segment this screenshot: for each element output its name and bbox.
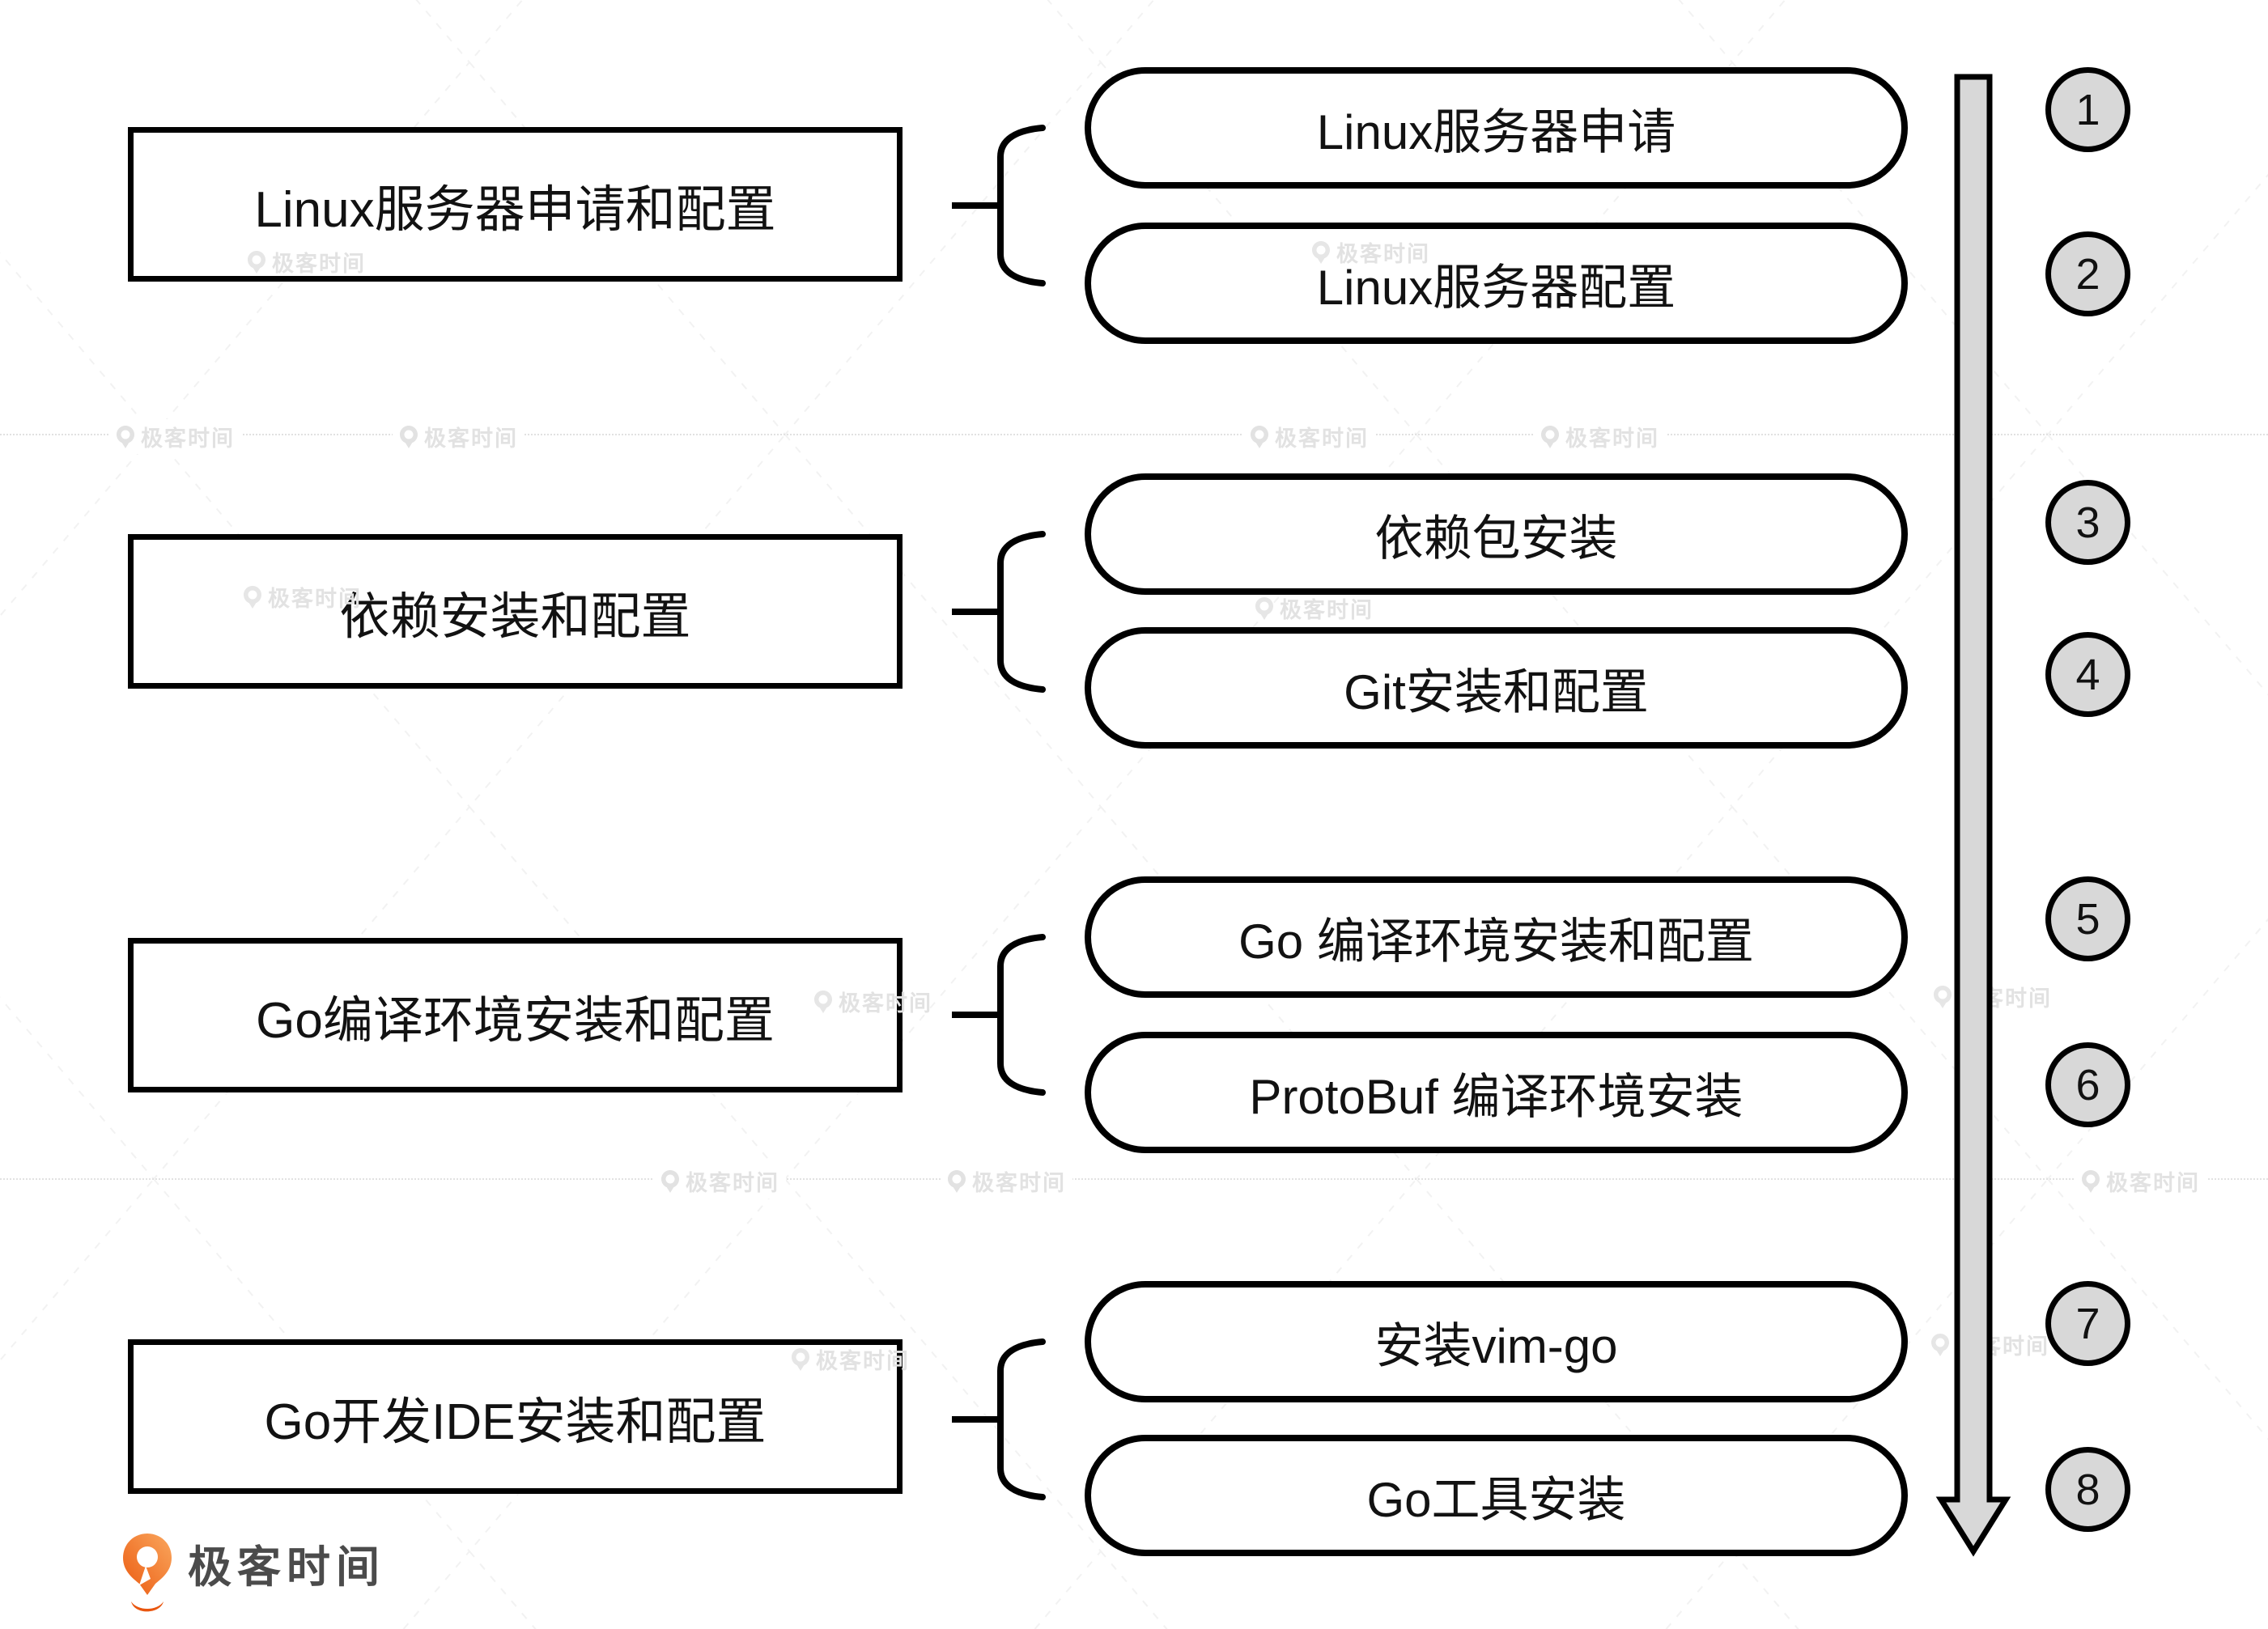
step-number: 4 (2075, 650, 2100, 699)
stage-box-label: Go开发IDE安装和配置 (264, 1394, 767, 1450)
flow-direction-arrow (1935, 74, 2011, 1557)
task-pill-label: ProtoBuf 编译环境安装 (1249, 1069, 1743, 1124)
brace-connector (952, 1338, 1046, 1500)
watermark-label: 极客时间 (141, 426, 235, 451)
stage-box-go-compiler: Go编译环境安装和配置 (128, 938, 903, 1092)
step-number-badge: 6 (2045, 1042, 2130, 1127)
geektime-pin-icon (813, 990, 833, 1014)
step-number: 6 (2075, 1060, 2100, 1109)
task-pill-go-env: Go 编译环境安装和配置 (1085, 876, 1908, 998)
watermark-label: 极客时间 (424, 426, 518, 451)
stage-box-dependencies: 依赖安装和配置 (128, 534, 903, 689)
dotted-guide-line (0, 1178, 2268, 1180)
step-number: 1 (2075, 85, 2100, 134)
brace-connector (952, 934, 1046, 1096)
stage-box-label: Linux服务器申请和配置 (254, 181, 776, 238)
watermark-label: 极客时间 (1275, 426, 1369, 451)
task-pill-protobuf-env: ProtoBuf 编译环境安装 (1085, 1032, 1908, 1153)
dotted-guide-line (0, 434, 2268, 435)
watermark: 极客时间 (1243, 419, 1375, 454)
task-pill-label: 依赖包安装 (1374, 511, 1618, 566)
watermark-label: 极客时间 (1336, 242, 1430, 266)
task-pill-linux-apply: Linux服务器申请 (1085, 67, 1908, 189)
task-pill-label: Linux服务器申请 (1316, 104, 1676, 159)
stage-box-go-ide: Go开发IDE安装和配置 (128, 1339, 903, 1494)
step-number: 7 (2075, 1299, 2100, 1348)
task-pill-go-tools: Go工具安装 (1085, 1435, 1908, 1556)
geektime-pin-icon (947, 1169, 966, 1194)
watermark-label: 极客时间 (268, 587, 362, 611)
task-pill-label: Go 编译环境安装和配置 (1238, 914, 1754, 969)
geektime-pin-icon (1255, 596, 1274, 621)
stage-box-label: 依赖安装和配置 (339, 588, 691, 645)
geektime-pin-icon (1250, 425, 1269, 449)
geektime-pin-icon (247, 250, 266, 274)
geektime-pin-icon (1311, 240, 1331, 265)
watermark-label: 极客时间 (1565, 426, 1659, 451)
watermark-label: 极客时间 (686, 1171, 779, 1195)
watermark-label: 极客时间 (816, 1349, 910, 1373)
brand-logo: 极客时间 (121, 1532, 385, 1618)
watermark: 极客时间 (247, 244, 366, 279)
watermark-label: 极客时间 (272, 252, 366, 276)
step-number-badge: 1 (2045, 67, 2130, 152)
geektime-pin-icon (1540, 425, 1560, 449)
step-number-badge: 8 (2045, 1447, 2130, 1532)
geektime-pin-icon (2081, 1169, 2100, 1194)
step-number-badge: 5 (2045, 876, 2130, 961)
geektime-pin-icon (116, 425, 135, 449)
watermark: 极客时间 (813, 984, 932, 1019)
brand-logo-text: 极客时间 (188, 1543, 385, 1592)
stage-box-label: Go编译环境安装和配置 (256, 992, 775, 1049)
step-number: 5 (2075, 894, 2100, 944)
watermark: 极客时间 (2075, 1164, 2206, 1198)
step-number: 2 (2075, 249, 2100, 299)
geektime-logo-icon (123, 1534, 172, 1612)
watermark-label: 极客时间 (839, 991, 932, 1016)
step-number-badge: 2 (2045, 231, 2130, 316)
watermark: 极客时间 (393, 419, 525, 454)
watermark: 极客时间 (941, 1164, 1072, 1198)
step-number-badge: 7 (2045, 1281, 2130, 1366)
geektime-pin-icon (399, 425, 418, 449)
watermark: 极客时间 (109, 419, 241, 454)
watermark-label: 极客时间 (972, 1171, 1066, 1195)
watermark: 极客时间 (1255, 591, 1374, 626)
step-number-badge: 4 (2045, 632, 2130, 717)
task-pill-label: Linux服务器配置 (1316, 260, 1676, 315)
step-number: 3 (2075, 498, 2100, 547)
task-pill-package-install: 依赖包安装 (1085, 473, 1908, 595)
watermark-label: 极客时间 (1280, 598, 1374, 622)
watermark: 极客时间 (1311, 235, 1430, 269)
step-number: 8 (2075, 1465, 2100, 1514)
task-pill-vim-go: 安装vim-go (1085, 1281, 1908, 1402)
task-pill-git-install: Git安装和配置 (1085, 627, 1908, 749)
task-pill-linux-config: Linux服务器配置 (1085, 223, 1908, 344)
geektime-pin-icon (243, 585, 262, 609)
watermark: 极客时间 (1534, 419, 1666, 454)
task-pill-label: Go工具安装 (1366, 1472, 1626, 1527)
brace-connector (952, 125, 1046, 286)
watermark: 极客时间 (791, 1342, 910, 1377)
task-pill-label: Git安装和配置 (1344, 664, 1649, 719)
geektime-pin-icon (660, 1169, 680, 1194)
watermark-label: 极客时间 (2106, 1171, 2200, 1195)
watermark: 极客时间 (654, 1164, 786, 1198)
step-number-badge: 3 (2045, 480, 2130, 565)
geektime-pin-icon (791, 1347, 810, 1372)
brace-connector (952, 531, 1046, 693)
watermark: 极客时间 (243, 579, 362, 614)
task-pill-label: 安装vim-go (1374, 1318, 1618, 1373)
stage-box-linux-server: Linux服务器申请和配置 (128, 127, 903, 282)
